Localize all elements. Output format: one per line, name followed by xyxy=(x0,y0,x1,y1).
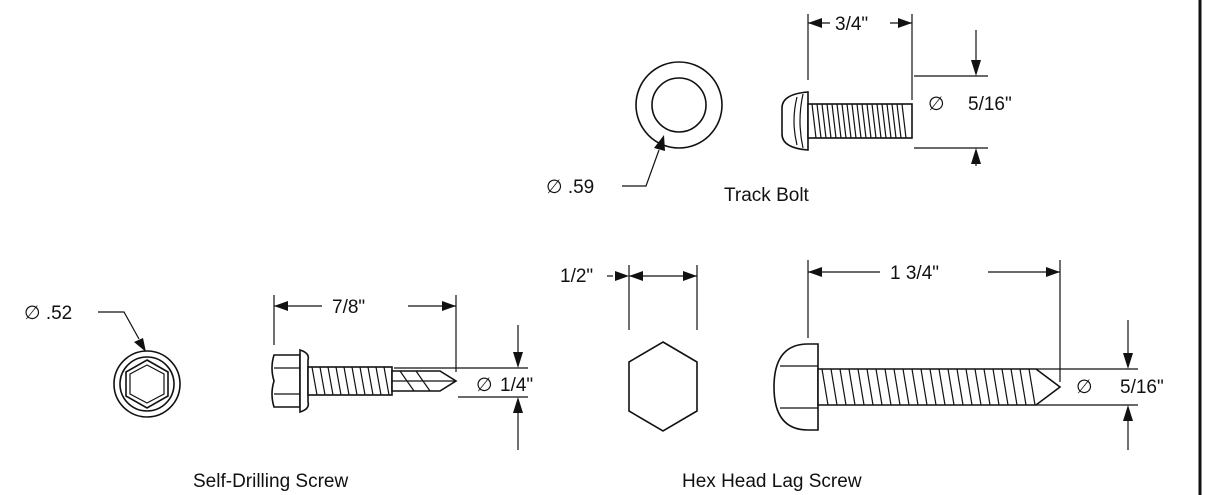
lag-screw-length: 1 3/4" xyxy=(890,263,939,284)
lag-screw-diameter: 5/16" xyxy=(1120,377,1164,398)
self-drilling-screw-diameter-symbol: ∅ xyxy=(476,375,493,396)
lag-screw-side-view xyxy=(773,343,1062,431)
track-bolt-length: 3/4" xyxy=(835,14,868,35)
self-drilling-screw-side-view xyxy=(271,348,458,414)
lag-screw-caption: Hex Head Lag Screw xyxy=(682,471,862,492)
track-bolt-caption: Track Bolt xyxy=(724,185,810,206)
self-drilling-screw-diameter: 1/4" xyxy=(500,375,533,396)
lag-screw-head-width-dimension xyxy=(607,265,698,330)
lag-screw-head-width: 1/2" xyxy=(560,266,593,287)
self-drilling-screw-length-dimension xyxy=(273,295,457,372)
track-bolt-head-diameter: ∅ .59 xyxy=(546,177,594,198)
track-bolt-diameter-symbol: ∅ xyxy=(928,94,945,115)
lag-screw-diameter-dimension xyxy=(1036,320,1138,450)
track-bolt-diameter-dimension xyxy=(914,30,988,166)
lag-screw-end-view xyxy=(628,341,698,432)
lag-screw-diameter-symbol: ∅ xyxy=(1076,377,1093,398)
self-drilling-screw-head-leader xyxy=(98,311,146,352)
lag-screw-length-dimension xyxy=(807,260,1061,382)
track-bolt-side-view xyxy=(781,91,913,151)
self-drilling-screw-end-view xyxy=(113,350,181,418)
self-drilling-screw-head-diameter: ∅ .52 xyxy=(24,303,72,324)
track-bolt-head-diameter-leader xyxy=(622,135,665,187)
self-drilling-screw-length: 7/8" xyxy=(332,297,365,318)
self-drilling-screw-diameter-dimension xyxy=(394,325,528,450)
track-bolt-end-view xyxy=(635,61,723,149)
self-drilling-screw-caption: Self-Drilling Screw xyxy=(193,471,348,492)
track-bolt-diameter: 5/16" xyxy=(968,94,1012,115)
track-bolt-length-dimension xyxy=(807,14,913,100)
